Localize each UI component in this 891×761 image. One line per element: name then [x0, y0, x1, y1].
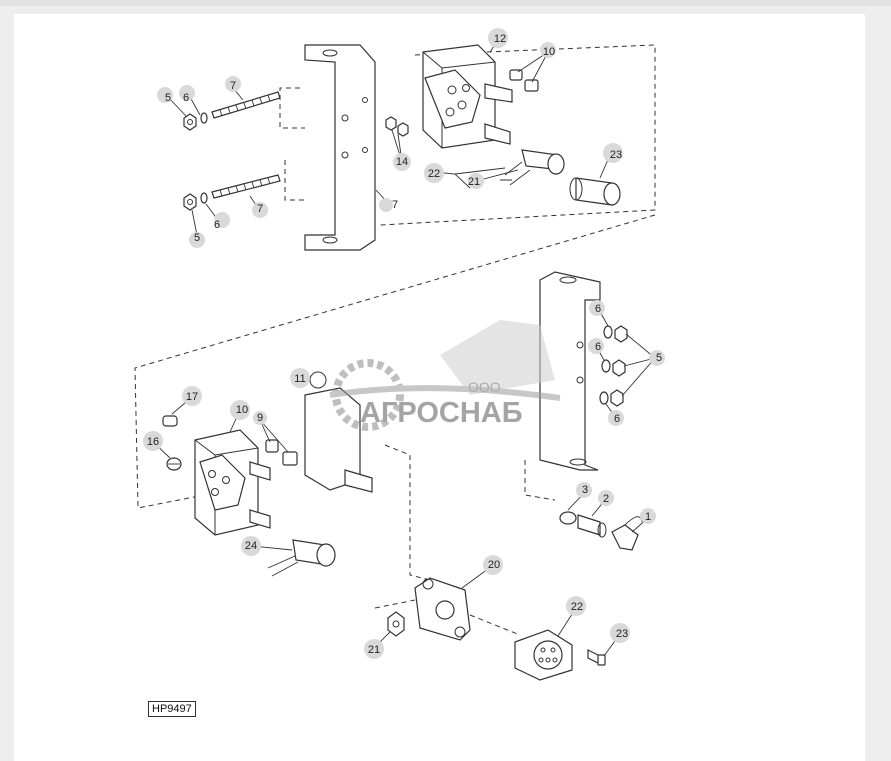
svg-text:22: 22: [428, 168, 440, 180]
plug-15: [166, 457, 182, 471]
bracket-lower-right: [539, 271, 601, 471]
screw-23: [587, 649, 606, 666]
svg-text:23: 23: [616, 628, 628, 640]
svg-text:17: 17: [186, 391, 198, 403]
plate-path-2: [469, 614, 521, 636]
callout-1: 1: [640, 508, 656, 524]
svg-text:6: 6: [614, 413, 620, 425]
svg-text:22: 22: [571, 601, 583, 613]
coil-assembly-17: [500, 149, 565, 186]
callout-4a: 5: [157, 87, 173, 104]
fittings-9-lower: [265, 439, 298, 466]
callout-12: 11: [290, 368, 310, 388]
svg-text:5: 5: [194, 232, 200, 244]
svg-text:24: 24: [245, 540, 257, 552]
threaded-rod-lower: [211, 174, 281, 199]
svg-text:5: 5: [656, 352, 662, 364]
callout-6a: 7: [225, 76, 241, 92]
valve-block-11: [194, 429, 271, 536]
valve-block-12: [304, 371, 373, 493]
callout-9b: 9: [253, 411, 267, 425]
callout-9a: 10: [540, 42, 556, 58]
callout-17: 21: [468, 173, 484, 189]
threaded-rod-upper: [211, 91, 281, 119]
callout-19: 23: [603, 143, 623, 163]
fittings-9-upper: [509, 69, 539, 92]
callout-5b: 6: [214, 212, 230, 231]
callout-11: 10: [230, 400, 250, 420]
svg-text:1: 1: [645, 511, 651, 523]
coil-24: [267, 539, 336, 577]
callout-6b: 7: [252, 202, 268, 218]
fitting-2: [577, 514, 607, 538]
watermark-logo: ООО АГРОСНАБ: [329, 320, 561, 431]
plate-path: [374, 599, 416, 609]
svg-text:16: 16: [147, 436, 159, 448]
svg-text:10: 10: [236, 404, 248, 416]
svg-text:21: 21: [368, 644, 380, 656]
callout-21: 21: [364, 639, 384, 659]
plug-16: [162, 415, 178, 427]
callout-10: 12: [488, 28, 508, 48]
bracket-upper: [304, 44, 376, 251]
drawing-reference-code: HP9497: [148, 701, 196, 717]
valve-block-10: [422, 44, 513, 149]
svg-text:7: 7: [257, 203, 263, 215]
callout-7: 7: [379, 198, 398, 212]
svg-text:3: 3: [582, 484, 588, 496]
top-bar: [0, 0, 891, 6]
callout-22: 22: [566, 596, 586, 616]
callout-4b: 5: [189, 232, 205, 248]
callout-4c: 5: [649, 350, 665, 366]
callout-16: 17: [182, 386, 202, 406]
callout-23: 23: [610, 623, 630, 643]
callout-18: 22: [424, 163, 444, 183]
svg-text:6: 6: [183, 92, 189, 104]
callout-2: 2: [598, 490, 614, 506]
svg-text:10: 10: [543, 46, 555, 58]
callout-14: 14: [393, 153, 411, 171]
svg-text:9: 9: [257, 412, 263, 424]
watermark-line2: АГРОСНАБ: [360, 397, 523, 429]
svg-text:7: 7: [392, 199, 398, 211]
sleeve-19: [569, 177, 621, 206]
nut-washer-set-upper: [183, 112, 208, 131]
svg-text:14: 14: [396, 156, 408, 168]
o-ring-3: [559, 511, 577, 525]
callout-20: 20: [483, 555, 503, 575]
upper-group-outline: [279, 44, 656, 226]
nuts-washers-right: [599, 325, 628, 407]
svg-text:11: 11: [294, 373, 305, 385]
svg-text:2: 2: [603, 493, 609, 505]
callout-5a: 6: [179, 85, 195, 104]
svg-text:7: 7: [230, 80, 236, 92]
watermark-line1: ООО: [468, 379, 501, 395]
nut-washer-set-lower: [183, 192, 208, 211]
callout-15: 16: [143, 431, 163, 451]
callout-5c: 6: [589, 300, 605, 316]
callout-24: 24: [241, 536, 261, 556]
svg-text:21: 21: [468, 176, 480, 188]
svg-text:23: 23: [610, 149, 622, 161]
nut-21: [387, 611, 405, 637]
svg-text:6: 6: [595, 303, 601, 315]
mounting-plate-20: [414, 577, 471, 641]
connector-path-2: [524, 460, 556, 501]
connector-22: [514, 629, 573, 681]
svg-text:20: 20: [488, 559, 500, 571]
svg-text:5: 5: [165, 92, 171, 104]
small-nuts-14: [385, 116, 409, 137]
svg-text:6: 6: [595, 341, 601, 353]
callout-5d: 6: [588, 338, 604, 354]
cap-1: [611, 516, 643, 551]
svg-text:12: 12: [494, 33, 506, 45]
lower-group-outline: [134, 214, 656, 509]
callout-5e: 6: [608, 410, 624, 426]
svg-text:6: 6: [214, 219, 220, 231]
callout-3: 3: [576, 482, 592, 498]
connector-path: [384, 444, 431, 581]
